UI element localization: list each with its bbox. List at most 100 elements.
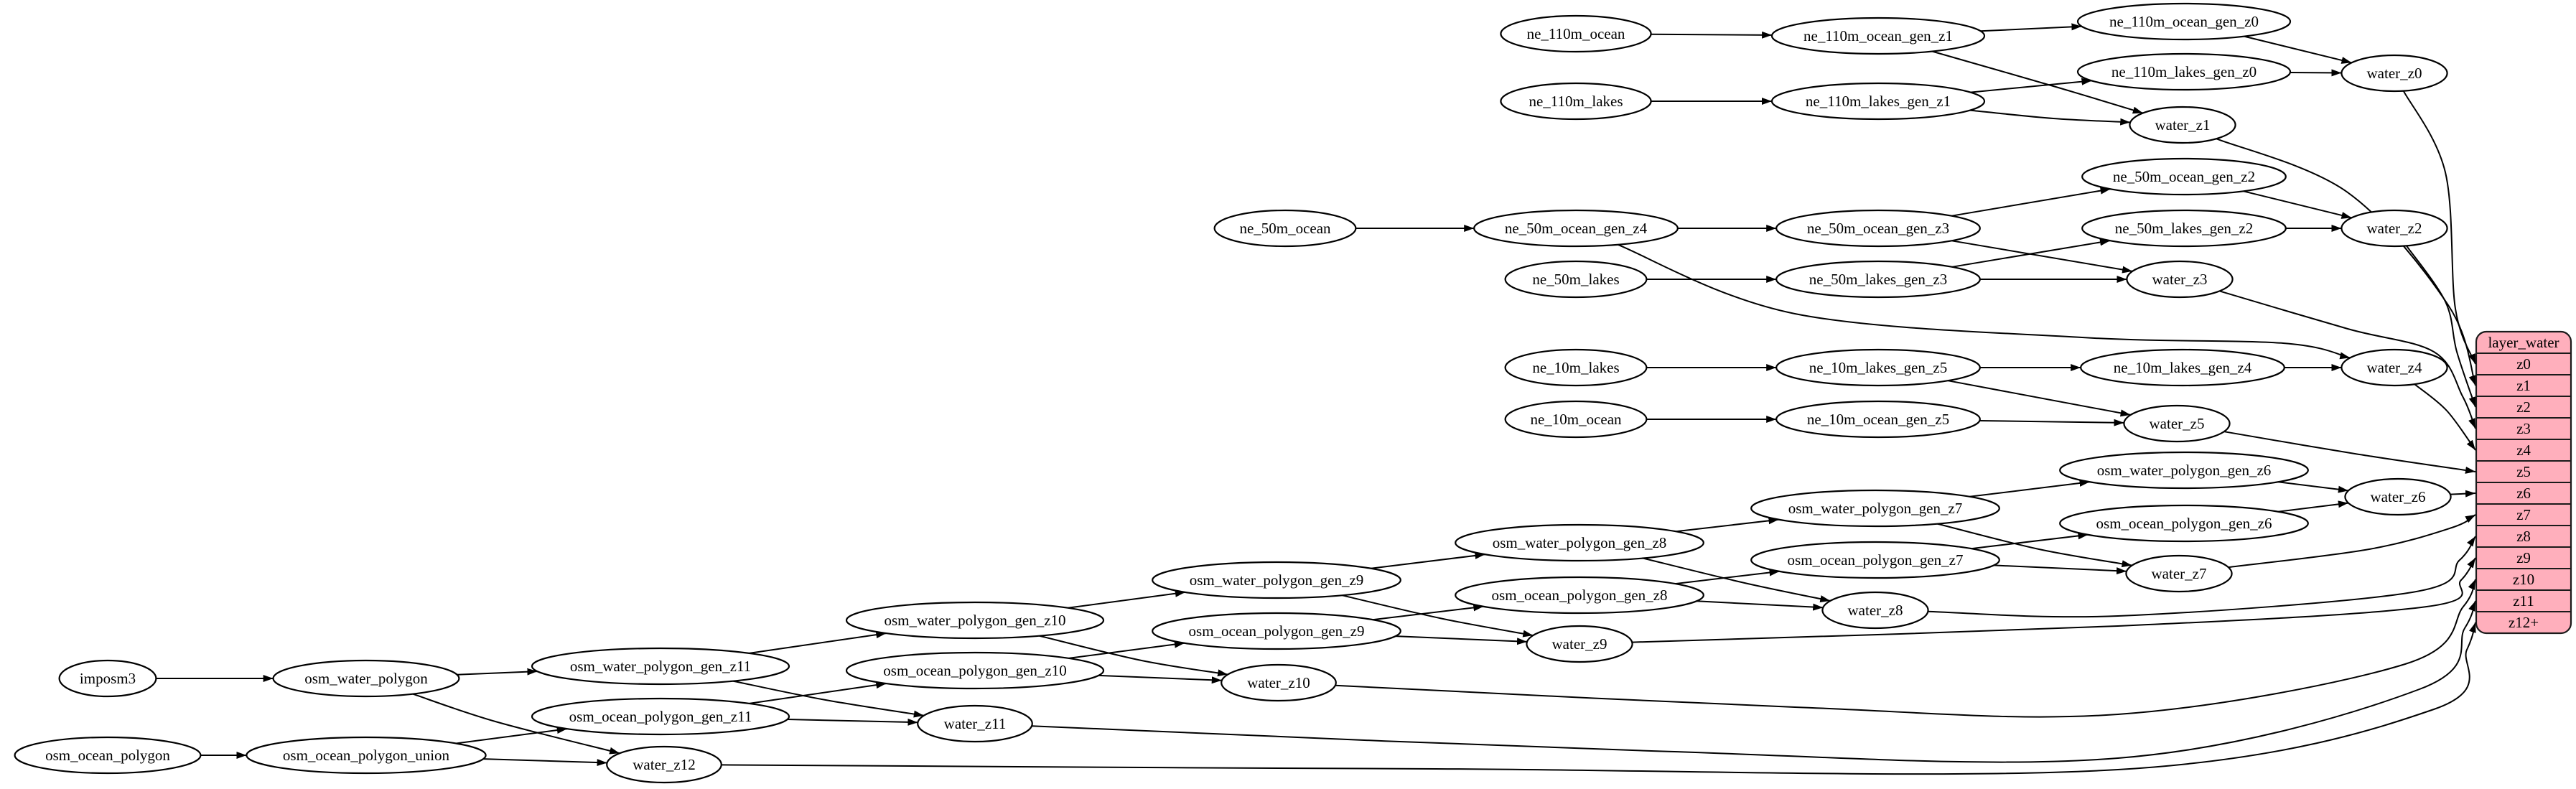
node-ellipse-water_z2	[2341, 209, 2448, 248]
node-osm_ocean_polygon: osm_ocean_polygon	[14, 736, 202, 775]
node-label-ne_50m_ocean_gen_z2: ne_50m_ocean_gen_z2	[2113, 168, 2255, 185]
node-ellipse-ne_50m_ocean_gen_z2	[2081, 157, 2287, 196]
node-ellipse-water_z8	[1821, 591, 1929, 630]
edge-osm_ocean_polygon_gen_z9-to-osm_ocean_polygon_gen_z8	[1372, 604, 1484, 621]
edge-water_z0-to-layer_water-z0	[2402, 90, 2476, 365]
node-label-water_z0: water_z0	[2367, 65, 2422, 82]
record-row-z2: z2	[2516, 398, 2531, 416]
node-ellipse-water_z3	[2126, 260, 2234, 299]
node-ellipse-ne_110m_lakes_gen_z0	[2076, 52, 2292, 91]
node-ne_110m_lakes_gen_z0: ne_110m_lakes_gen_z0	[2076, 52, 2292, 91]
node-ne_10m_lakes_gen_z5: ne_10m_lakes_gen_z5	[1775, 348, 1981, 387]
edge-osm_water_polygon_gen_z6-to-water_z6	[2277, 481, 2349, 493]
record-row-z9: z9	[2516, 549, 2531, 566]
record-row-z7: z7	[2516, 506, 2531, 523]
edge-water_z12-to-layer_water-z12+	[721, 622, 2476, 775]
edge-ne_110m_ocean_gen_z1-to-water_z1	[1931, 50, 2144, 114]
node-ellipse-osm_ocean_polygon_gen_z11	[531, 697, 790, 736]
node-osm_water_polygon_gen_z9: osm_water_polygon_gen_z9	[1152, 561, 1401, 599]
node-ellipse-water_z12	[606, 745, 722, 784]
edge-osm_ocean_polygon_gen_z10-to-osm_ocean_polygon_gen_z9	[1068, 640, 1185, 659]
node-label-ne_10m_lakes_gen_z5: ne_10m_lakes_gen_z5	[1809, 359, 1947, 376]
record-row-z3: z3	[2516, 420, 2531, 437]
record-row-z1: z1	[2516, 377, 2531, 394]
record-node-layer_water: layer_waterz0z1z2z3z4z5z6z7z8z9z10z11z12…	[2475, 330, 2572, 635]
edge-osm_ocean_polygon_gen_z8-to-osm_ocean_polygon_gen_z7	[1675, 569, 1780, 585]
node-label-water_z1: water_z1	[2155, 116, 2211, 134]
node-ellipse-osm_water_polygon_gen_z8	[1455, 523, 1704, 562]
node-label-ne_110m_lakes_gen_z1: ne_110m_lakes_gen_z1	[1806, 93, 1951, 110]
edge-water_z5-to-layer_water-z5	[2223, 431, 2476, 474]
node-osm_water_polygon_gen_z6: osm_water_polygon_gen_z6	[2059, 451, 2309, 490]
node-label-water_z6: water_z6	[2371, 488, 2426, 505]
edge-osm_ocean_polygon_union-to-water_z12	[483, 758, 607, 767]
node-label-water_z3: water_z3	[2152, 271, 2208, 288]
node-label-ne_110m_ocean_gen_z1: ne_110m_ocean_gen_z1	[1803, 27, 1953, 45]
node-label-osm_ocean_polygon_gen_z7: osm_ocean_polygon_gen_z7	[1788, 551, 1964, 569]
node-water_z11: water_z11	[917, 704, 1033, 743]
node-label-osm_water_polygon_gen_z10: osm_water_polygon_gen_z10	[884, 612, 1065, 629]
node-ellipse-water_z7	[2125, 554, 2233, 593]
edge-osm_water_polygon_gen_z9-to-water_z9	[1341, 594, 1534, 638]
node-ellipse-ne_50m_lakes	[1504, 260, 1648, 299]
node-label-osm_water_polygon_gen_z7: osm_water_polygon_gen_z7	[1788, 500, 1963, 517]
node-water_z12: water_z12	[606, 745, 722, 784]
node-label-water_z12: water_z12	[633, 756, 695, 773]
node-ellipse-ne_10m_ocean_gen_z5	[1775, 400, 1981, 439]
node-water_z5: water_z5	[2123, 404, 2231, 443]
edge-water_z9-to-layer_water-z9	[1632, 557, 2476, 643]
node-ne_50m_lakes: ne_50m_lakes	[1504, 260, 1648, 299]
node-label-water_z7: water_z7	[2152, 565, 2207, 582]
node-ellipse-osm_ocean_polygon	[14, 736, 202, 775]
node-ellipse-osm_water_polygon_gen_z10	[845, 601, 1105, 640]
edge-osm_water_polygon_gen_z11-to-water_z11	[732, 680, 924, 718]
node-ellipse-osm_ocean_polygon_gen_z8	[1455, 576, 1704, 615]
node-ne_10m_lakes: ne_10m_lakes	[1504, 348, 1648, 387]
node-ellipse-ne_10m_lakes_gen_z4	[2080, 348, 2285, 387]
record-row-z11: z11	[2513, 592, 2534, 610]
node-ellipse-water_z11	[917, 704, 1033, 743]
node-ellipse-osm_ocean_polygon_gen_z7	[1750, 541, 2000, 579]
node-ellipse-water_z9	[1526, 625, 1633, 663]
edge-water_z10-to-layer_water-z10	[1335, 579, 2476, 718]
node-water_z8: water_z8	[1821, 591, 1929, 630]
node-ellipse-osm_ocean_polygon_gen_z6	[2059, 504, 2309, 543]
node-ellipse-ne_50m_ocean_gen_z4	[1473, 209, 1679, 248]
node-label-osm_ocean_polygon_gen_z10: osm_ocean_polygon_gen_z10	[883, 662, 1066, 679]
node-osm_ocean_polygon_gen_z9: osm_ocean_polygon_gen_z9	[1152, 612, 1401, 650]
node-ellipse-ne_110m_ocean_gen_z1	[1770, 17, 1986, 55]
node-label-ne_10m_ocean_gen_z5: ne_10m_ocean_gen_z5	[1807, 411, 1949, 428]
node-ne_10m_lakes_gen_z4: ne_10m_lakes_gen_z4	[2080, 348, 2285, 387]
edge-ne_50m_ocean_gen_z3-to-ne_50m_ocean_gen_z2	[1951, 187, 2111, 217]
edge-osm_ocean_polygon_gen_z6-to-water_z6	[2277, 500, 2349, 513]
node-ellipse-ne_10m_ocean	[1504, 400, 1648, 439]
edge-water_z8-to-layer_water-z8	[1928, 536, 2476, 618]
node-ellipse-water_z6	[2344, 477, 2452, 516]
edge-water_z3-to-layer_water-z3	[2219, 290, 2476, 429]
node-ellipse-osm_water_polygon_gen_z9	[1152, 561, 1401, 599]
node-osm_ocean_polygon_union: osm_ocean_polygon_union	[246, 736, 487, 775]
edge-osm_ocean_polygon_gen_z9-to-water_z9	[1395, 635, 1528, 645]
record-row-z10: z10	[2513, 571, 2534, 588]
edge-osm_ocean_polygon_gen_z8-to-water_z8	[1696, 600, 1824, 611]
node-label-water_z9: water_z9	[1552, 635, 1607, 653]
node-label-water_z4: water_z4	[2367, 359, 2422, 376]
record-row-z8: z8	[2516, 528, 2531, 545]
node-water_z3: water_z3	[2126, 260, 2234, 299]
edge-osm_ocean_polygon_union-to-osm_ocean_polygon_gen_z11	[456, 727, 567, 744]
node-osm_water_polygon_gen_z8: osm_water_polygon_gen_z8	[1455, 523, 1704, 562]
node-label-osm_water_polygon: osm_water_polygon	[304, 670, 428, 687]
edge-osm_ocean_polygon_gen_z11-to-water_z11	[787, 718, 918, 726]
node-ellipse-ne_110m_ocean	[1500, 14, 1652, 53]
node-label-ne_10m_lakes: ne_10m_lakes	[1532, 359, 1619, 376]
node-label-osm_ocean_polygon_gen_z11: osm_ocean_polygon_gen_z11	[569, 708, 752, 725]
edge-ne_110m_ocean_gen_z1-to-ne_110m_ocean_gen_z0	[1980, 23, 2082, 32]
node-label-osm_ocean_polygon_gen_z8: osm_ocean_polygon_gen_z8	[1492, 587, 1668, 604]
node-label-water_z10: water_z10	[1247, 674, 1310, 691]
edge-ne_50m_lakes_gen_z3-to-ne_50m_lakes_gen_z2	[1951, 238, 2111, 268]
node-label-ne_50m_lakes: ne_50m_lakes	[1532, 271, 1619, 288]
edge-water_z2-to-layer_water-z2	[2406, 245, 2476, 408]
